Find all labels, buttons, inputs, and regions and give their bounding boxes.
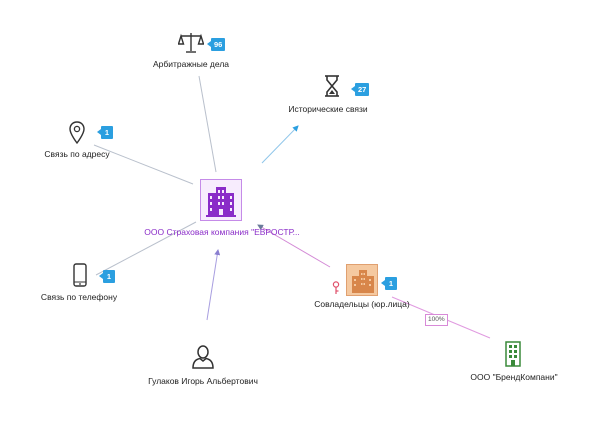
coowners-node-frame [346,264,378,296]
key-icon [332,281,340,294]
scales-icon [178,33,204,53]
building-group-icon [352,270,374,293]
arbitration-label: Арбитражные дела [152,59,230,69]
arbitration-count-badge: 96 [206,38,226,51]
edge-person[interactable] [206,249,221,321]
address-label: Связь по адресу [44,149,110,159]
history-label: Исторические связи [288,104,368,114]
building-icon [505,341,521,367]
history-count-badge: 27 [350,83,370,96]
phone-label: Связь по телефону [40,292,118,302]
phone-icon [73,263,87,287]
edge-coowners[interactable] [257,224,331,268]
brand-company-label: ООО "БрендКомпани" [470,372,558,382]
person-icon [192,345,214,369]
location-pin-icon [69,121,85,145]
coowners-label: Совладельцы (юр.лица) [314,299,410,309]
building-icon [206,187,236,217]
address-count-badge: 1 [97,126,113,139]
ownership-share-label: 100% [425,314,448,326]
coowners-count-badge: 1 [381,277,397,290]
edge-address[interactable] [93,144,194,185]
hourglass-icon [325,75,339,97]
edge-phone[interactable] [95,221,197,276]
edge-history[interactable] [261,125,299,164]
person-label: Гулаков Игорь Альбертович [148,376,258,386]
phone-count-badge: 1 [99,270,115,283]
edge-arbitration[interactable] [198,75,217,173]
center-company-label: ООО Страховая компания "ЕВРОСТР... [144,227,300,237]
center-node-frame [200,179,242,221]
